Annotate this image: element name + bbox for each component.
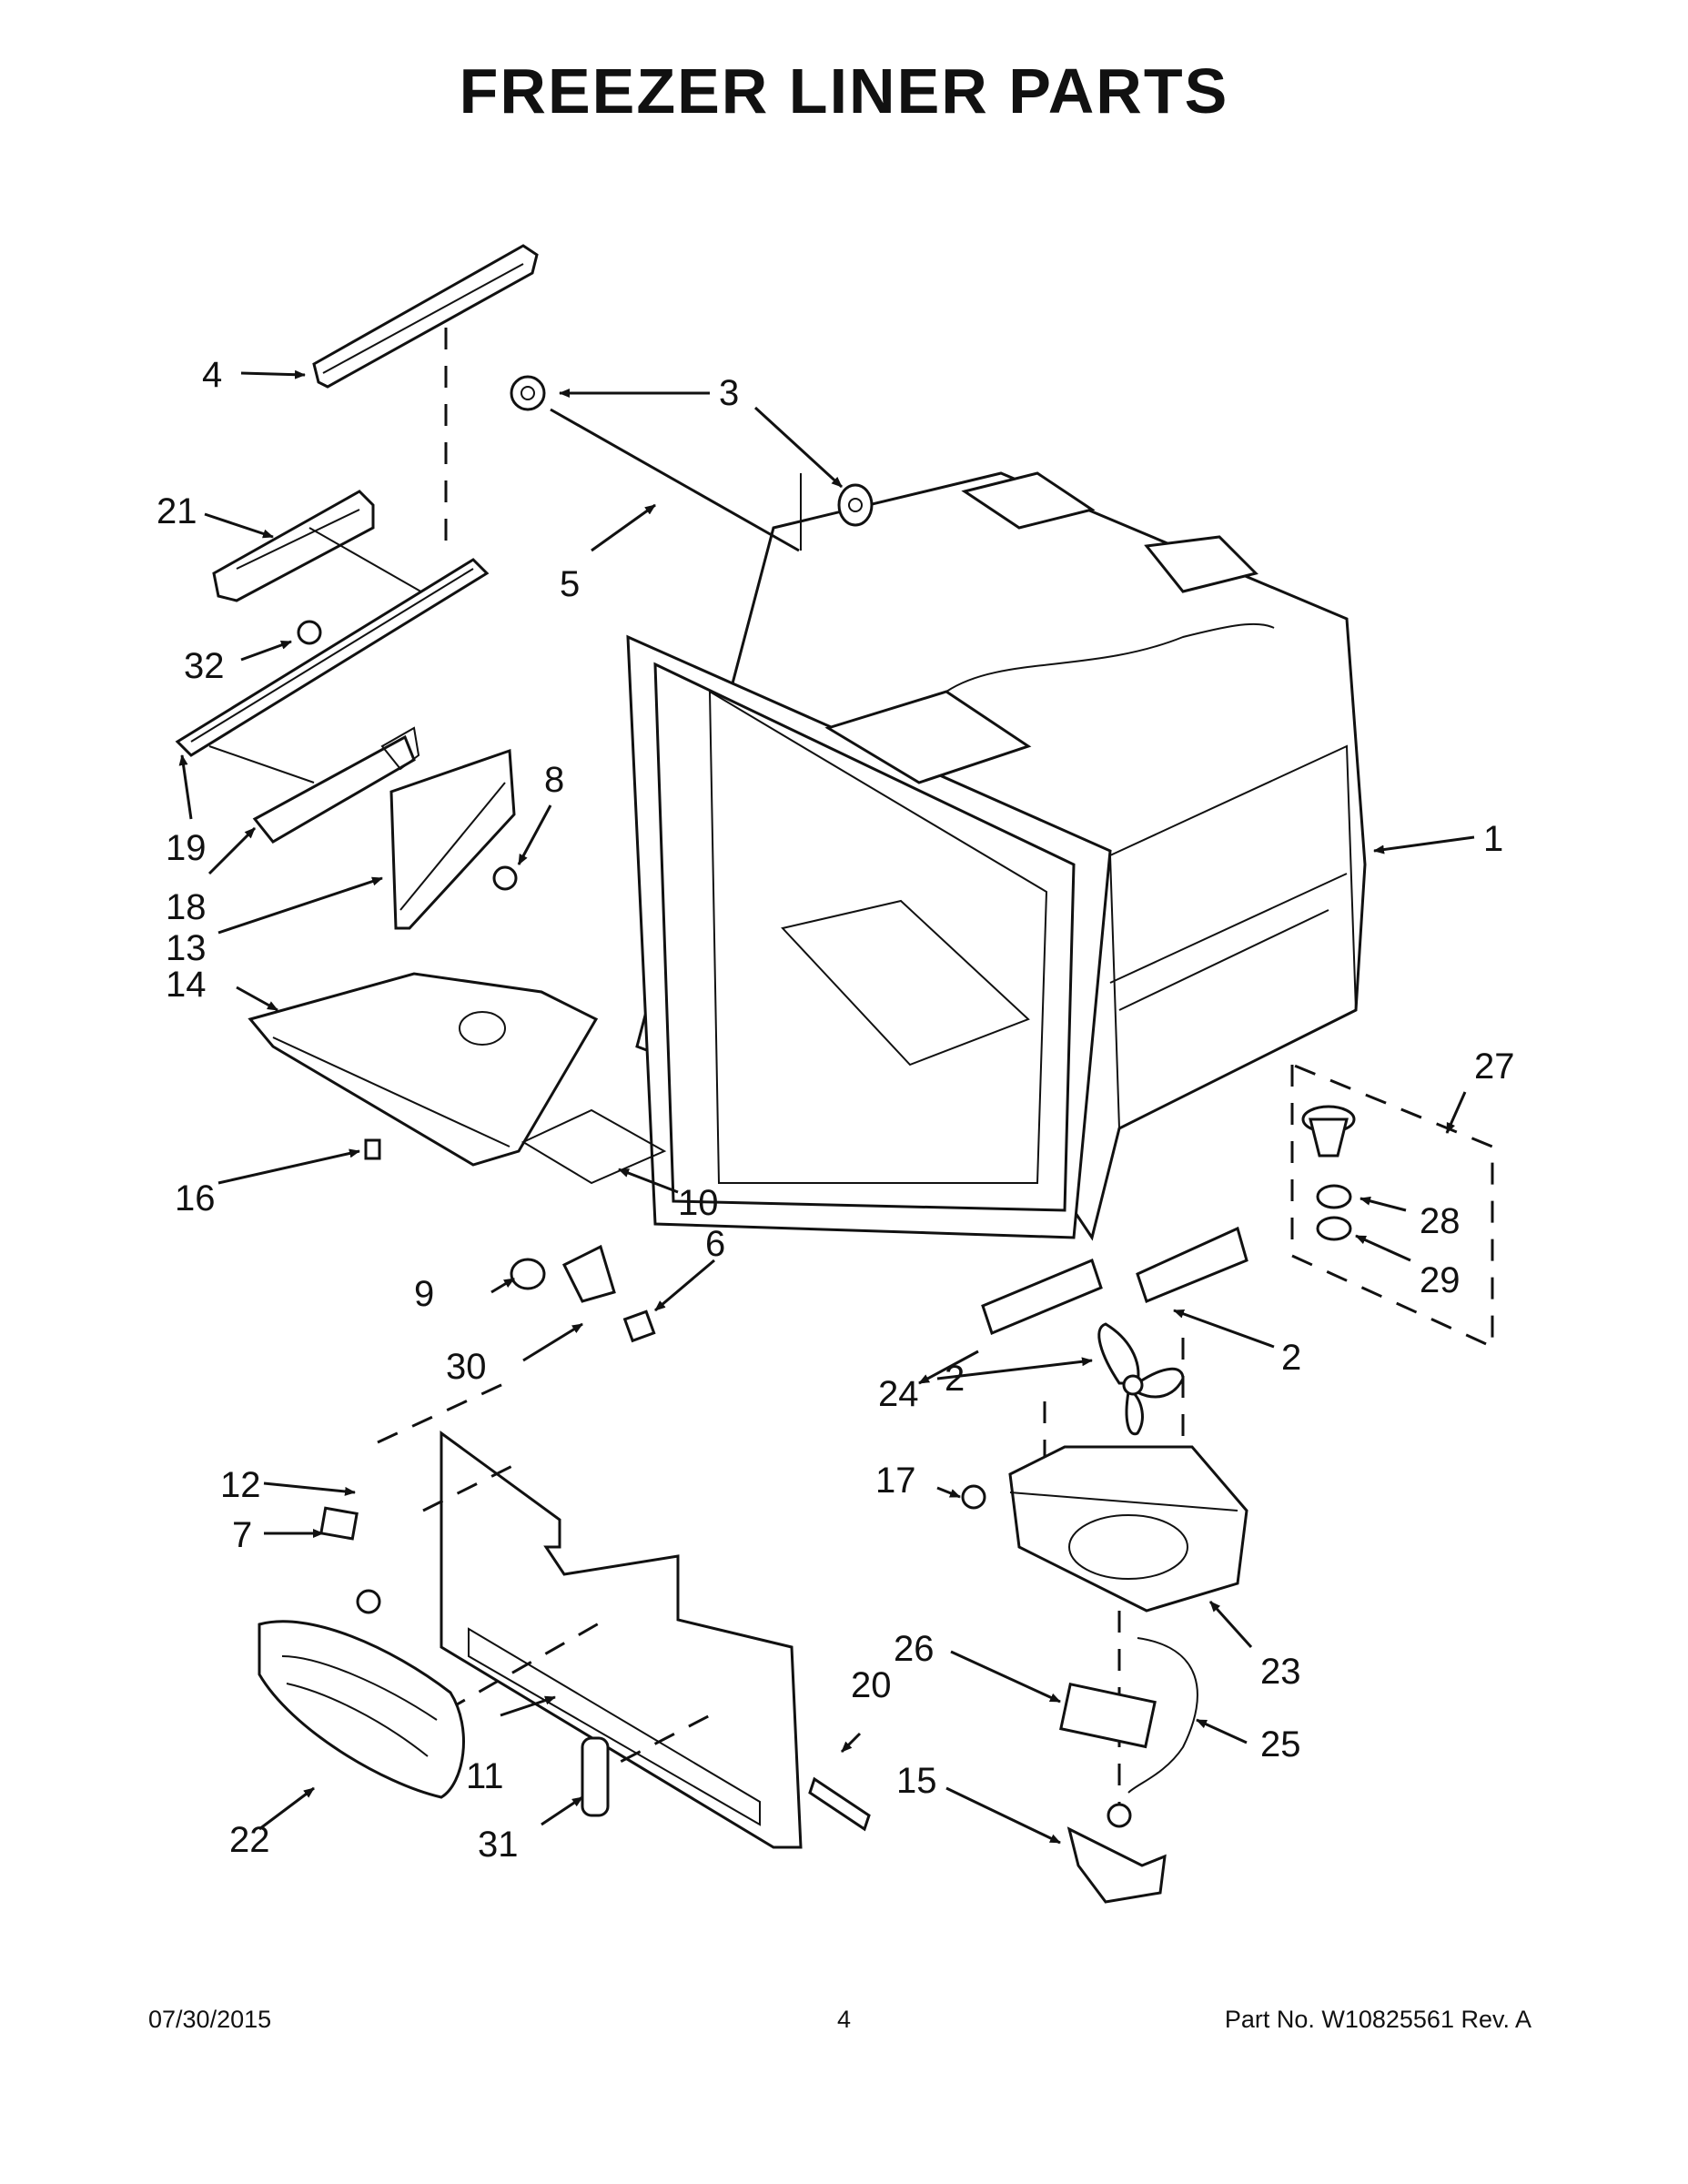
bracket-part [252,726,420,844]
callout-20: 20 [851,1665,892,1705]
callout-3: 3 [719,373,739,413]
callout-27: 27 [1474,1046,1515,1087]
screw-part [297,620,986,1614]
callout-8: 8 [544,760,564,800]
callout-26: 26 [894,1629,935,1669]
callout-28: 28 [1420,1201,1461,1241]
switch-part [364,1138,381,1160]
callout-9: 9 [414,1274,434,1314]
callout-10: 10 [678,1183,719,1223]
callout-4: 4 [202,355,222,395]
callout-2b: 2 [1281,1338,1301,1378]
callout-7: 7 [232,1515,252,1555]
slide-rail-part [175,558,490,757]
fan-shroud-part [1008,1445,1248,1613]
callout-29: 29 [1420,1260,1461,1300]
freezer-liner-part [626,471,1367,1241]
callout-13: 13 [166,928,207,968]
slide-bracket-part [212,490,375,602]
callout-18: 18 [166,887,207,927]
callout-30: 30 [446,1347,487,1387]
footer-page-number: 4 [836,2006,852,2033]
callout-21: 21 [157,491,197,531]
fan-blade-part [1097,1322,1185,1436]
callout-25: 25 [1260,1724,1301,1764]
callout-31: 31 [478,1825,519,1865]
lamp-part [510,1244,656,1343]
callout-12: 12 [220,1465,261,1505]
grille-part [258,1620,465,1799]
insert-part [581,1736,610,1817]
leader-lines [178,369,1475,1845]
callout-5: 5 [560,564,580,604]
page-title: FREEZER LINER PARTS [459,56,1229,126]
foam-pad-part-2 [1136,1226,1248,1303]
seal-strip-part [808,1776,871,1832]
callout-6: 6 [705,1224,725,1264]
drain-trough-part [1301,1105,1356,1241]
gasket-part [521,1108,667,1185]
side-bracket-part [389,748,516,930]
footer-part-number: Part No. W10825561 Rev. A [1224,2006,1531,2033]
callout-15: 15 [896,1761,937,1801]
callout-1: 1 [1483,819,1503,859]
bracket-small-part [319,1506,359,1541]
callout-14: 14 [166,965,207,1005]
footer-date: 07/30/2015 [148,2006,272,2033]
callout-23: 23 [1260,1652,1301,1692]
fan-motor-part [1059,1611,1198,1904]
callout-19: 19 [166,828,207,868]
rear-panel-part [440,1431,803,1849]
callout-32: 32 [184,646,225,686]
chute-housing-part [248,972,599,1167]
callout-24: 24 [878,1374,919,1414]
callout-2a: 2 [945,1359,965,1399]
rail-part [312,244,539,389]
callout-labels: 1 2 2 3 4 5 6 7 8 9 10 11 12 13 14 15 16… [157,355,1515,1865]
callout-22: 22 [229,1820,270,1860]
foam-pad-part [981,1258,1103,1336]
callout-17: 17 [875,1461,916,1501]
callout-16: 16 [175,1178,216,1218]
gear-shaft-part [510,375,874,552]
callout-11: 11 [466,1756,504,1796]
